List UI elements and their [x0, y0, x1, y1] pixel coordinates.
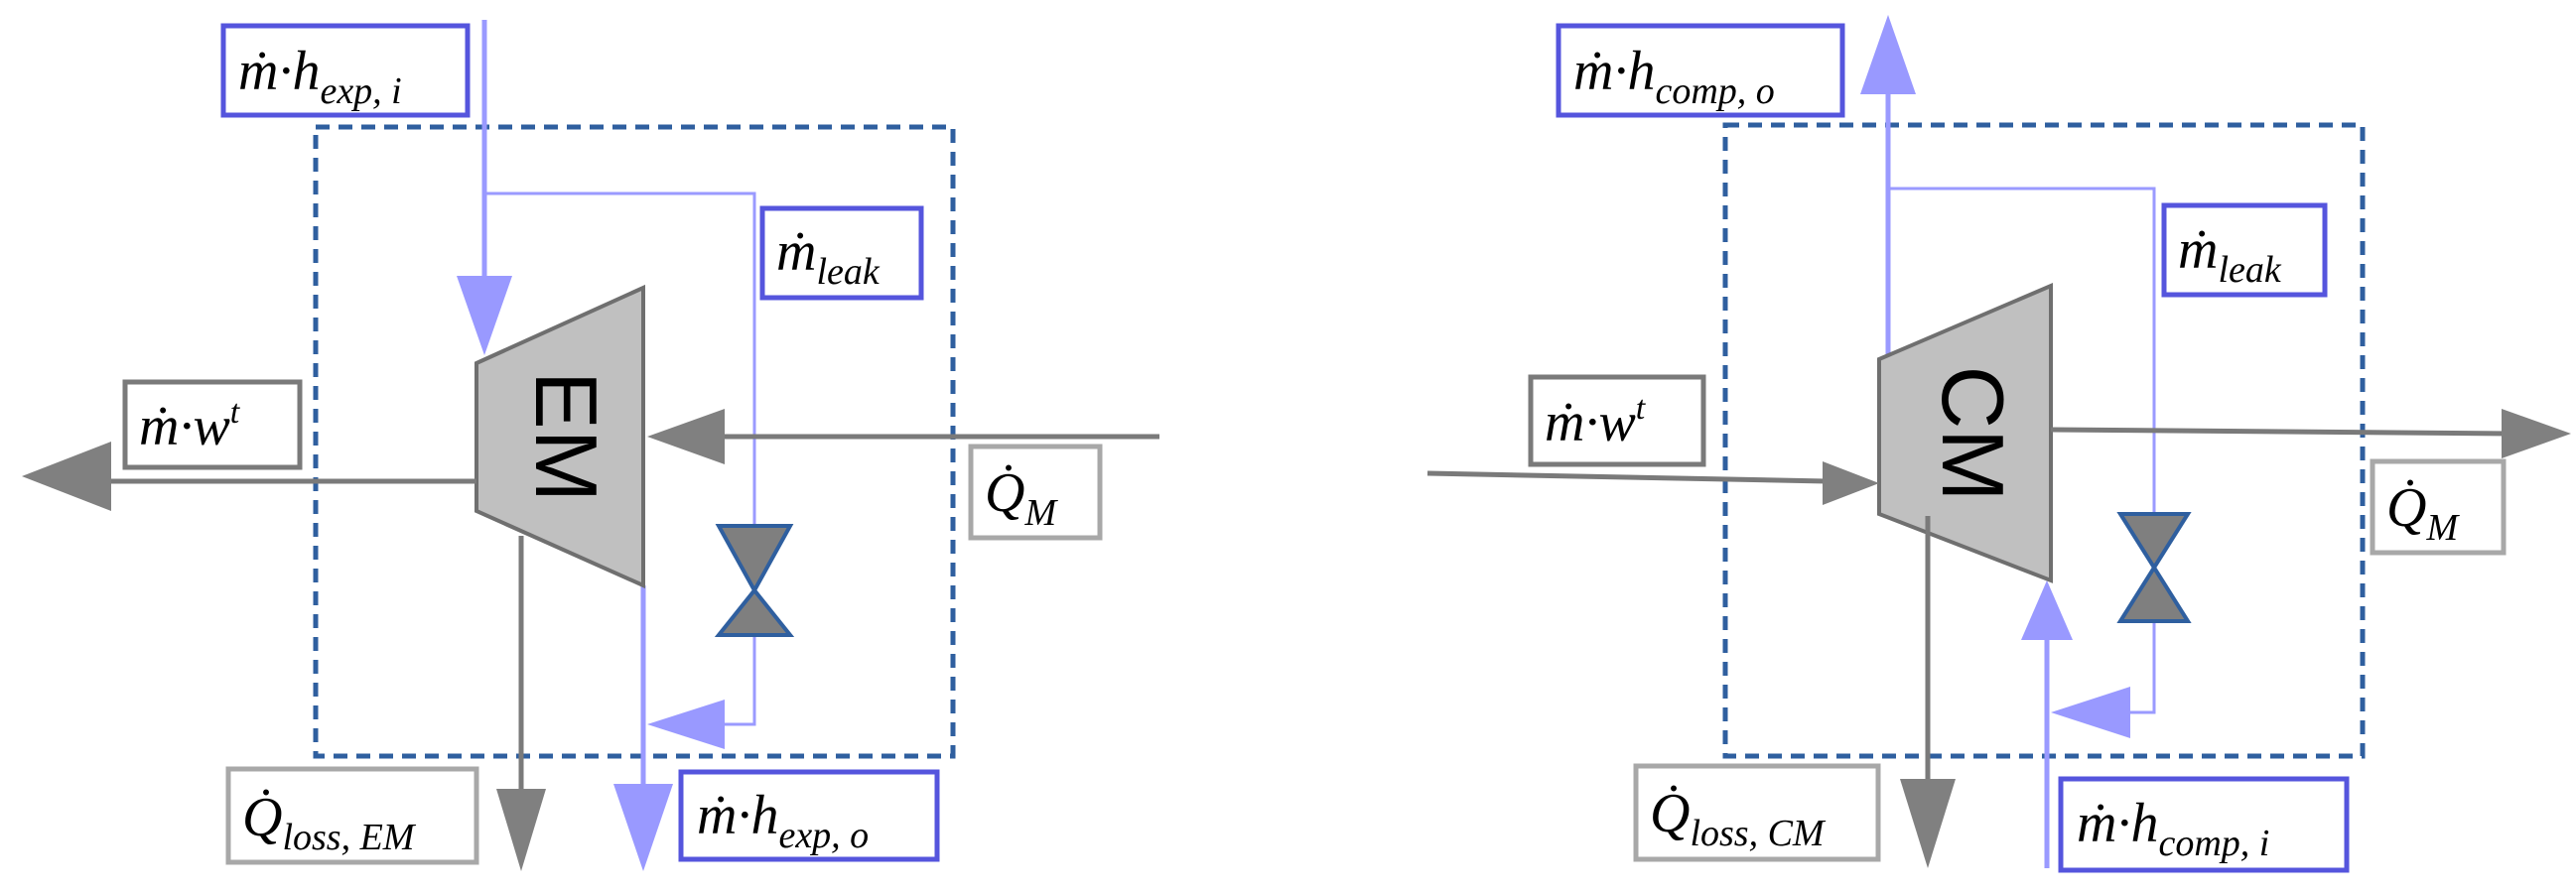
expander-inlet-label: ṁ·hexp, i — [238, 41, 402, 112]
expander-heat-label-sub: M — [1023, 492, 1058, 534]
expander-heat-label-main: Q̇ — [985, 462, 1024, 524]
expander-outlet-label: ṁ·hexp, o — [697, 785, 869, 856]
expander-work-label-main: ṁ·w — [139, 396, 230, 457]
compressor-outlet-label-box — [1556, 23, 1845, 118]
compressor-inlet-label-sub: comp, i — [2158, 823, 2269, 864]
expander-machine-label: EM — [517, 371, 615, 502]
compressor-inlet-arrowhead — [2021, 580, 2073, 640]
compressor-loss-label-box — [1633, 763, 1881, 862]
expander-heat-arrowhead — [647, 409, 725, 464]
expander-heat-label: Q̇M — [985, 462, 1058, 534]
expander-outlet-label-sub: exp, o — [778, 815, 869, 856]
compressor-inlet-label-box — [2058, 776, 2350, 873]
compressor-leak-valve — [2116, 512, 2192, 623]
compressor-leak-label-main: ṁ — [2178, 219, 2218, 281]
compressor-leak-arrowhead — [2051, 687, 2130, 738]
expander-leak-arrowhead — [647, 700, 725, 749]
compressor-outlet-arrowhead — [1860, 15, 1916, 94]
expander-work-label: ṁ·wt — [139, 394, 241, 457]
expander-machine-body — [475, 284, 645, 589]
expander-loss-label: Q̇loss, EM — [242, 787, 417, 858]
expander-group: EM ṁ·hexp, i ṁleak ṁ·wt Q̇M — [22, 20, 1159, 871]
expander-loss-label-box — [225, 766, 479, 865]
compressor-loss-label-main: Q̇ — [1650, 783, 1690, 844]
compressor-heat-label-box — [2370, 458, 2507, 556]
expander-loss-label-main: Q̇ — [242, 787, 282, 848]
expander-heat-label-box — [968, 444, 1103, 541]
compressor-leak-label-box — [2161, 202, 2328, 298]
compressor-heat-line — [2050, 427, 2512, 437]
expander-leak-label-box — [759, 205, 924, 301]
compressor-loss-label: Q̇loss, CM — [1650, 783, 1827, 854]
expander-work-label-box — [122, 379, 303, 470]
expander-leak-label-main: ṁ — [776, 221, 816, 283]
expander-work-label-sup: t — [230, 394, 241, 431]
compressor-work-arrowhead — [1823, 461, 1879, 505]
compressor-inlet-label-main: ṁ·h — [2077, 793, 2158, 854]
compressor-heat-label-sub: M — [2425, 507, 2460, 549]
compressor-outlet-label-sub: comp, o — [1655, 70, 1774, 112]
expander-outlet-label-box — [678, 769, 940, 862]
compressor-system-boundary — [1722, 122, 2366, 759]
compressor-work-label-box — [1528, 374, 1706, 467]
compressor-heat-label-main: Q̇ — [2386, 477, 2426, 539]
compressor-work-label-main: ṁ·w — [1545, 392, 1636, 453]
compressor-loss-label-sub: loss, CM — [1690, 813, 1826, 854]
compressor-machine-label: CM — [1924, 366, 2022, 502]
expander-outlet-label-main: ṁ·h — [697, 785, 778, 846]
compressor-machine-body — [1877, 282, 2053, 583]
compressor-loss-arrowhead — [1900, 779, 1956, 868]
compressor-outlet-label: ṁ·hcomp, o — [1573, 41, 1775, 112]
expander-loss-label-sub: loss, EM — [282, 817, 416, 858]
compressor-heat-arrowhead — [2502, 409, 2571, 458]
compressor-inlet-label: ṁ·hcomp, i — [2077, 793, 2269, 864]
expander-inlet-label-box — [220, 23, 471, 118]
compressor-heat-label: Q̇M — [2386, 477, 2460, 549]
compressor-work-label: ṁ·wt — [1545, 390, 1647, 453]
compressor-group: CM ṁ·hcomp, o ṁleak ṁ·wt Q̇M — [1426, 15, 2571, 873]
expander-system-boundary — [313, 124, 956, 759]
expander-leak-label: ṁleak — [776, 221, 881, 293]
expander-inlet-label-main: ṁ·h — [238, 41, 320, 102]
expander-leak-label-sub: leak — [816, 251, 880, 293]
expander-loss-arrowhead — [496, 789, 546, 871]
compressor-leak-label-sub: leak — [2218, 249, 2281, 291]
expander-outlet-arrowhead — [613, 784, 673, 871]
compressor-leak-label: ṁleak — [2178, 219, 2282, 291]
compressor-work-line — [1426, 470, 1828, 484]
compressor-work-label-sup: t — [1636, 390, 1647, 427]
expander-inlet-arrowhead — [457, 276, 512, 355]
expander-leak-valve — [714, 524, 795, 637]
compressor-outlet-label-main: ṁ·h — [1573, 41, 1655, 102]
expander-inlet-label-sub: exp, i — [320, 70, 401, 112]
expander-work-arrowhead — [22, 442, 111, 511]
